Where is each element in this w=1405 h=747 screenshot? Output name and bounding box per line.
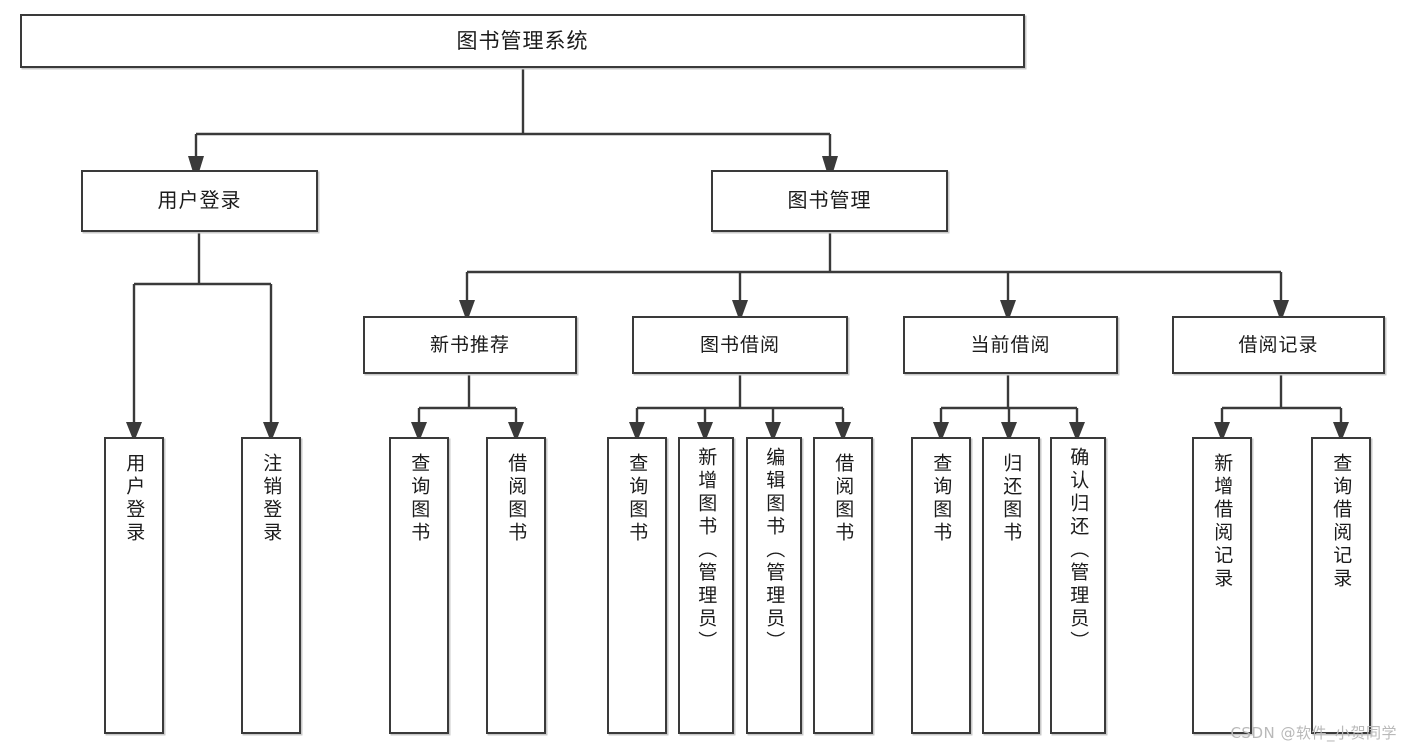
leaf-add-book-admin-label: 新增图书（管理员） — [695, 447, 718, 654]
leaf-add-borrow-record[interactable]: 新增借阅记录 — [1192, 437, 1252, 734]
leaf-borrow-book-recommend[interactable]: 借阅图书 — [486, 437, 546, 734]
node-borrow-record-label: 借阅记录 — [1238, 333, 1319, 356]
node-book-borrow[interactable]: 图书借阅 — [632, 316, 848, 374]
node-user-login[interactable]: 用户登录 — [81, 170, 318, 232]
leaf-query-book-recommend-label: 查询图书 — [408, 453, 431, 545]
leaf-logout[interactable]: 注销登录 — [241, 437, 301, 734]
leaf-add-book-admin[interactable]: 新增图书（管理员） — [678, 437, 734, 734]
csdn-watermark: CSDN @软件_小贺同学 — [1230, 724, 1397, 742]
node-book-management[interactable]: 图书管理 — [711, 170, 948, 232]
leaf-user-login-label: 用户登录 — [123, 453, 146, 545]
leaf-user-login[interactable]: 用户登录 — [104, 437, 164, 734]
node-new-book-recommend[interactable]: 新书推荐 — [363, 316, 577, 374]
leaf-return-book[interactable]: 归还图书 — [982, 437, 1040, 734]
leaf-add-borrow-record-label: 新增借阅记录 — [1211, 453, 1234, 591]
leaf-edit-book-admin[interactable]: 编辑图书（管理员） — [746, 437, 802, 734]
leaf-logout-label: 注销登录 — [260, 453, 283, 545]
leaf-confirm-return-admin[interactable]: 确认归还（管理员） — [1050, 437, 1106, 734]
node-current-borrow[interactable]: 当前借阅 — [903, 316, 1118, 374]
leaf-query-book-borrow-label: 查询图书 — [626, 453, 649, 545]
leaf-query-book-recommend[interactable]: 查询图书 — [389, 437, 449, 734]
node-new-book-recommend-label: 新书推荐 — [429, 333, 510, 356]
leaf-query-borrow-record[interactable]: 查询借阅记录 — [1311, 437, 1371, 734]
node-root[interactable]: 图书管理系统 — [20, 14, 1025, 68]
leaf-borrow-book-recommend-label: 借阅图书 — [505, 453, 528, 545]
leaf-query-book-current[interactable]: 查询图书 — [911, 437, 971, 734]
leaf-query-borrow-record-label: 查询借阅记录 — [1330, 453, 1353, 591]
node-book-borrow-label: 图书借阅 — [699, 333, 780, 356]
leaf-return-book-label: 归还图书 — [1000, 453, 1023, 545]
node-user-login-label: 用户登录 — [157, 188, 242, 213]
leaf-borrow-book-borrow-label: 借阅图书 — [832, 453, 855, 545]
leaf-query-book-borrow[interactable]: 查询图书 — [607, 437, 667, 734]
leaf-confirm-return-admin-label: 确认归还（管理员） — [1067, 447, 1090, 654]
leaf-edit-book-admin-label: 编辑图书（管理员） — [763, 447, 786, 654]
node-root-label: 图书管理系统 — [456, 28, 589, 53]
node-book-management-label: 图书管理 — [787, 188, 872, 213]
node-current-borrow-label: 当前借阅 — [970, 333, 1051, 356]
leaf-borrow-book-borrow[interactable]: 借阅图书 — [813, 437, 873, 734]
leaf-query-book-current-label: 查询图书 — [930, 453, 953, 545]
node-borrow-record[interactable]: 借阅记录 — [1172, 316, 1385, 374]
